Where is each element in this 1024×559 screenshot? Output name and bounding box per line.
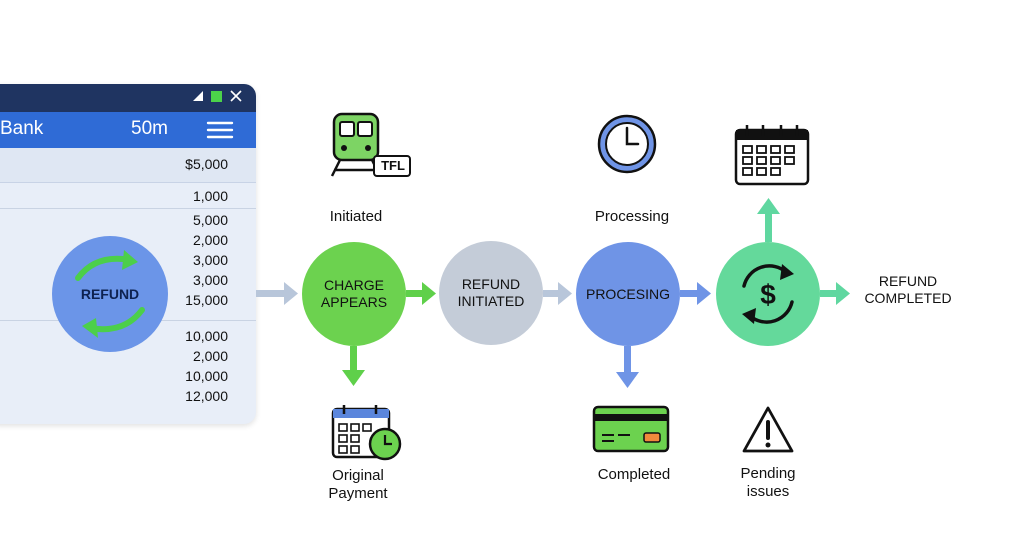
transaction-amount: 10,000 [185,328,228,344]
processing-caption: Processing [594,208,670,225]
divider [0,208,256,209]
charge-appears-node: CHARGE APPEARS [302,242,406,346]
refund-completed-line2: COMPLETED [864,290,952,306]
svg-text:$: $ [760,279,776,310]
arrow-blue-right [680,282,711,305]
refund-completed-label: REFUND COMPLETED [858,273,958,307]
transaction-amount: 3,000 [192,252,228,268]
refresh-icon [75,250,145,338]
completed-caption: Completed [597,466,671,483]
train-icon [330,112,411,177]
balance-amount: $5,000 [185,156,228,172]
app-header: Bank 50m [0,112,256,148]
arrow-green-down [342,346,365,386]
refund-initiated-line2: INITIATED [457,293,525,309]
original-payment-line1: Original [332,467,384,484]
transaction-amount: 15,000 [185,292,228,308]
refund-label: REFUND [80,286,140,302]
transaction-amount: 2,000 [192,348,228,364]
transaction-amount: 3,000 [192,272,228,288]
status-bar [0,84,256,112]
completed-node: $ [716,242,820,346]
pending-issues-caption: Pending issues [726,465,810,501]
arrow-gray-2 [543,282,572,305]
warning-icon [742,406,794,453]
transaction-amount: 10,000 [185,368,228,384]
refund-initiated-line1: REFUND [461,276,521,292]
transaction-amount: 1,000 [192,188,228,204]
calendar-icon [734,125,810,186]
calendar-clock-icon [331,405,402,461]
clock-icon [597,114,657,174]
pending-line2: issues [746,483,790,500]
arrow-blue-down [616,346,639,388]
bank-time: 50m [131,118,168,139]
processing-node: PROCESING [576,242,680,346]
refund-initiated-node: REFUND INITIATED [439,241,543,345]
transaction-amount: 2,000 [192,232,228,248]
tfl-label: TFL [381,158,405,173]
menu-icon[interactable] [206,120,234,140]
arrow-gray-1 [256,282,298,305]
close-icon[interactable] [230,90,242,102]
arrow-teal-up [757,198,780,242]
bank-title: Bank [0,118,44,139]
refund-completed-line1: REFUND [878,273,938,289]
refund-badge [52,236,168,352]
transaction-amount: 12,000 [185,388,228,404]
signal-icon [193,91,203,101]
bank-app-panel: Bank 50m $5,000 1,000 5,000 2,000 3,000 … [0,84,256,424]
pending-line1: Pending [740,465,796,482]
refresh-dollar-icon: $ [742,264,794,324]
credit-card-icon [592,405,670,453]
charge-node-label: CHARGE APPEARS [321,277,387,311]
initiated-caption: Initiated [329,208,383,225]
original-payment-line2: Payment [328,485,388,502]
charge-node-line1: CHARGE [324,277,384,293]
original-payment-caption: Original Payment [318,467,398,503]
arrow-green-right [406,282,436,305]
charge-node-line2: APPEARS [320,294,388,310]
processing-node-label: PROCESING [585,285,670,302]
balance-row: $5,000 [0,148,256,183]
refund-initiated-label: REFUND INITIATED [458,276,525,310]
arrow-teal-right [820,282,850,305]
transaction-amount: 5,000 [192,212,228,228]
battery-icon [211,90,222,102]
